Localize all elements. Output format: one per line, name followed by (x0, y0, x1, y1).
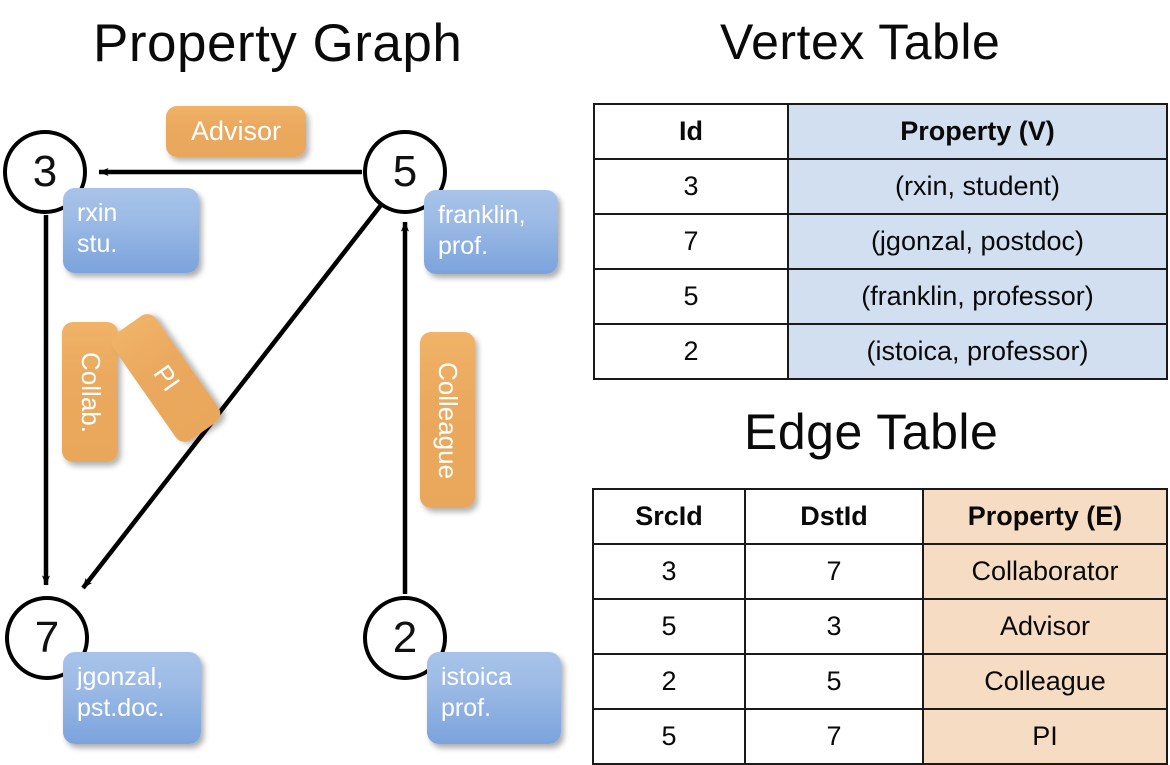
graph-node-2-label: 2 (392, 613, 418, 662)
edge-table-cell-srcid: 5 (592, 708, 746, 765)
edge-table-cell-srcid: 3 (592, 543, 746, 600)
graph-node-5[interactable]: 5 (363, 130, 447, 214)
vertex-table-cell-property: (franklin, professor) (787, 268, 1168, 325)
vertex-table-cell-property: (istoica, professor) (787, 323, 1168, 380)
graph-node-3-label: 3 (32, 147, 58, 196)
edge-table-header-property: Property (E) (922, 488, 1168, 545)
vertex-table-cell-id: 3 (593, 158, 789, 215)
vertex-property-box-7[interactable]: jgonzal, pst.doc. (63, 652, 201, 744)
vertex-table-header-row: Id Property (V) (593, 103, 1168, 160)
edge-table: SrcId DstId Property (E) 3 7 Collaborato… (592, 488, 1168, 765)
graph-node-5-label: 5 (392, 147, 418, 196)
edge-label-pi-text: PI (147, 359, 186, 397)
vertex-table-cell-property: (jgonzal, postdoc) (787, 213, 1168, 270)
table-row[interactable]: 5 7 PI (592, 708, 1168, 765)
vertex-property-box-5[interactable]: franklin, prof. (424, 190, 558, 274)
edge-table-cell-srcid: 5 (592, 598, 746, 655)
edge-table-header-row: SrcId DstId Property (E) (592, 488, 1168, 545)
edge-table-cell-property: PI (922, 708, 1168, 765)
vertex-table-cell-id: 5 (593, 268, 789, 325)
edge-label-collab-text: Collab. (75, 351, 106, 433)
edge-table-cell-dstid: 5 (744, 653, 924, 710)
edge-table-header-dstid: DstId (744, 488, 924, 545)
edge-label-box-collab[interactable]: Collab. (62, 322, 118, 462)
edge-table-cell-property: Collaborator (922, 543, 1168, 600)
table-row[interactable]: 2 5 Colleague (592, 653, 1168, 710)
table-row[interactable]: 5 (franklin, professor) (593, 268, 1168, 325)
table-row[interactable]: 7 (jgonzal, postdoc) (593, 213, 1168, 270)
edge-label-advisor-text: Advisor (190, 116, 282, 146)
edge-table-cell-property: Advisor (922, 598, 1168, 655)
edge-table-cell-dstid: 7 (744, 543, 924, 600)
table-row[interactable]: 2 (istoica, professor) (593, 323, 1168, 380)
page-title-property-graph: Property Graph (93, 14, 463, 73)
edge-label-box-advisor[interactable]: Advisor (166, 106, 306, 157)
vertex-table: Id Property (V) 3 (rxin, student) 7 (jgo… (593, 103, 1168, 380)
edge-label-box-colleague[interactable]: Colleague (420, 332, 475, 508)
edge-label-colleague-text: Colleague (433, 361, 463, 479)
vertex-table-cell-id: 2 (593, 323, 789, 380)
edge-table-cell-dstid: 7 (744, 708, 924, 765)
edge-table-cell-srcid: 2 (592, 653, 746, 710)
vertex-property-box-2[interactable]: istoica prof. (427, 652, 561, 744)
edge-line-5-to-7 (81, 203, 383, 590)
vertex-property-box-3[interactable]: rxin stu. (63, 188, 199, 273)
vertex-table-header-id: Id (593, 103, 789, 160)
graph-edge-lines (42, 168, 409, 594)
table-row[interactable]: 5 3 Advisor (592, 598, 1168, 655)
edge-table-cell-dstid: 3 (744, 598, 924, 655)
vertex-table-cell-id: 7 (593, 213, 789, 270)
page-title-vertex-table: Vertex Table (720, 14, 1001, 70)
table-row[interactable]: 3 (rxin, student) (593, 158, 1168, 215)
edge-table-cell-property: Colleague (922, 653, 1168, 710)
table-row[interactable]: 3 7 Collaborator (592, 543, 1168, 600)
edge-table-header-srcid: SrcId (592, 488, 746, 545)
graph-node-7-label: 7 (34, 613, 60, 662)
page-title-edge-table: Edge Table (744, 404, 999, 460)
graph-node-2[interactable]: 2 (363, 596, 447, 680)
vertex-table-header-property: Property (V) (787, 103, 1168, 160)
vertex-table-cell-property: (rxin, student) (787, 158, 1168, 215)
property-graph-diagram: 3 5 7 2 rxin stu. franklin, prof. jgonza… (0, 0, 585, 760)
